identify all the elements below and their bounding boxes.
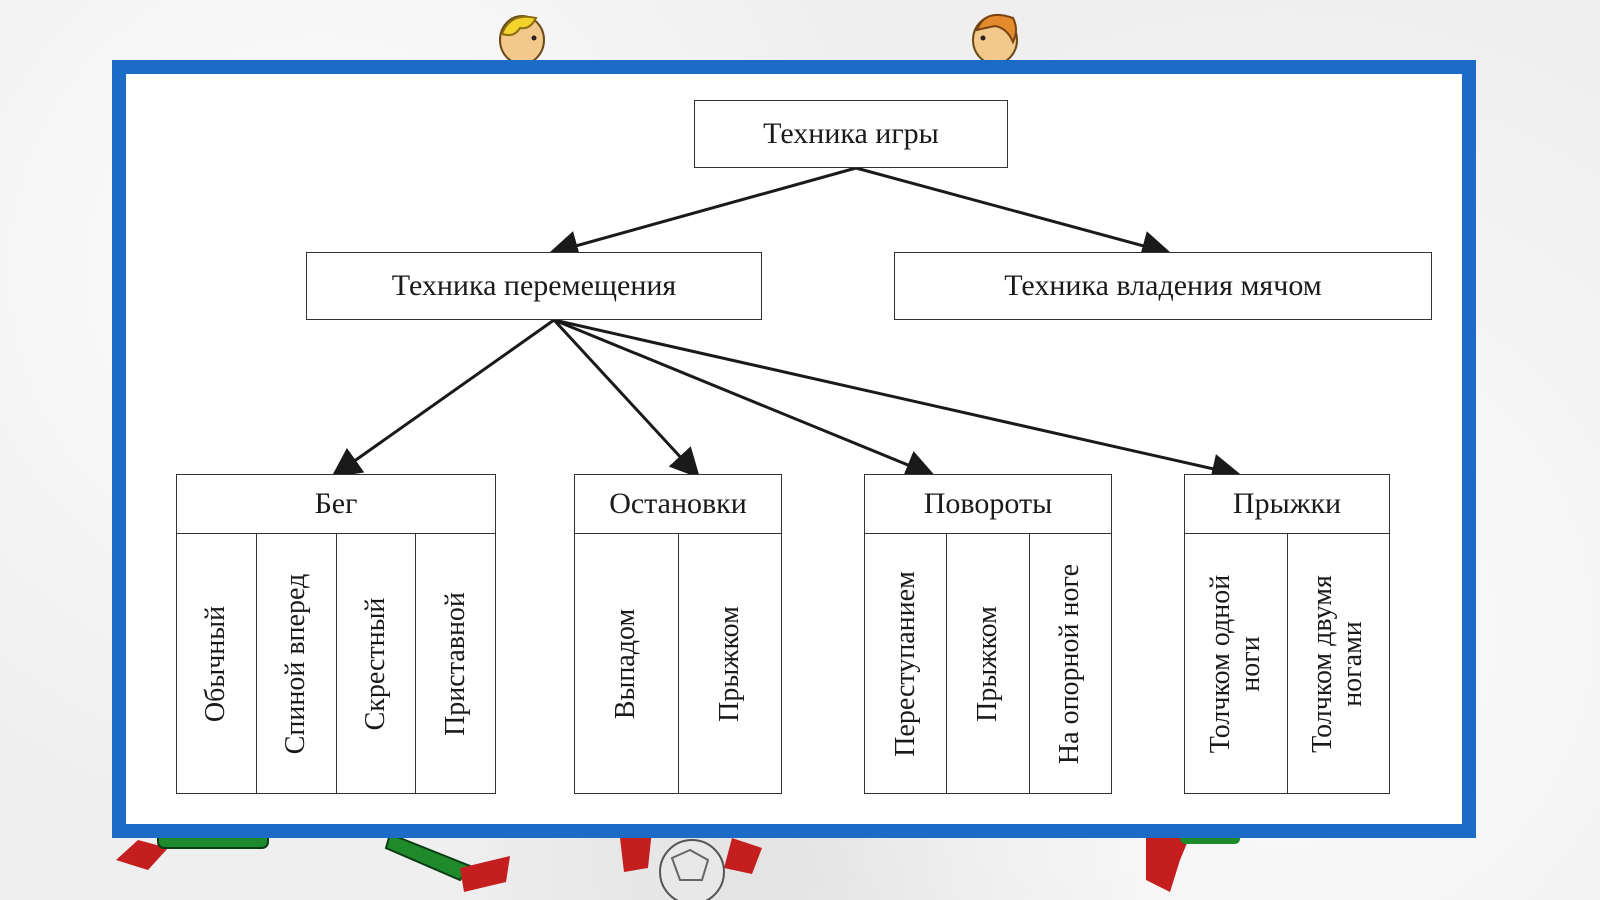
group-run-item: Спиной вперед [257, 534, 337, 793]
arrow-root-to-movement [548, 166, 857, 261]
root-node: Техника игры [694, 100, 1008, 168]
group-run-item: Обычный [177, 534, 257, 793]
node-ball-control-technique-label: Техника владения мячом [1004, 269, 1322, 302]
root-node-label: Техника игры [763, 117, 939, 150]
arrow-movement-to-stops [552, 318, 701, 479]
arrow-movement-to-turns [553, 318, 936, 479]
group-jumps: Прыжки Толчком одной ноги Толчком двумя … [1184, 474, 1390, 794]
node-movement-technique: Техника перемещения [306, 252, 762, 320]
group-turns-item: Переступанием [865, 534, 948, 793]
arrow-root-to-ball-control [855, 166, 1172, 261]
group-turns-title: Повороты [865, 475, 1111, 534]
group-run-item: Скрестный [337, 534, 417, 793]
diagram-connectors [331, 166, 1242, 484]
group-run-item: Приставной [439, 591, 471, 736]
group-turns-item: На опорной ноге [1054, 563, 1086, 764]
group-jumps-item: Толчком одной ноги [1185, 534, 1288, 793]
group-stops-item: Прыжком [713, 605, 745, 722]
player-legs-bottom-left [116, 831, 269, 870]
node-movement-technique-label: Техника перемещения [391, 269, 677, 302]
group-turns: Повороты Переступанием Прыжком На опорно… [864, 474, 1112, 794]
diagram-frame: Техника игры Техника перемещения Техника… [112, 60, 1476, 838]
player-legs-bottom-center [384, 832, 510, 892]
player-figure-top-left [499, 15, 545, 65]
group-turns-item: Прыжком [947, 534, 1030, 793]
group-stops: Остановки Выпадом Прыжком [574, 474, 782, 794]
group-run-title: Бег [177, 475, 495, 534]
player-figure-top-right [972, 14, 1018, 65]
group-run: Бег Обычный Спиной вперед Скрестный Прис… [176, 474, 496, 794]
group-jumps-title: Прыжки [1185, 475, 1389, 534]
group-stops-item: Выпадом [575, 534, 679, 793]
soccer-ball-icon [620, 830, 762, 900]
group-stops-title: Остановки [575, 475, 781, 534]
arrow-movement-to-jumps [553, 318, 1242, 484]
node-ball-control-technique: Техника владения мячом [894, 252, 1432, 320]
player-legs-bottom-right [1146, 832, 1240, 892]
group-jumps-item: Толчком двумя ногами [1307, 574, 1369, 753]
arrow-movement-to-run [331, 318, 555, 478]
